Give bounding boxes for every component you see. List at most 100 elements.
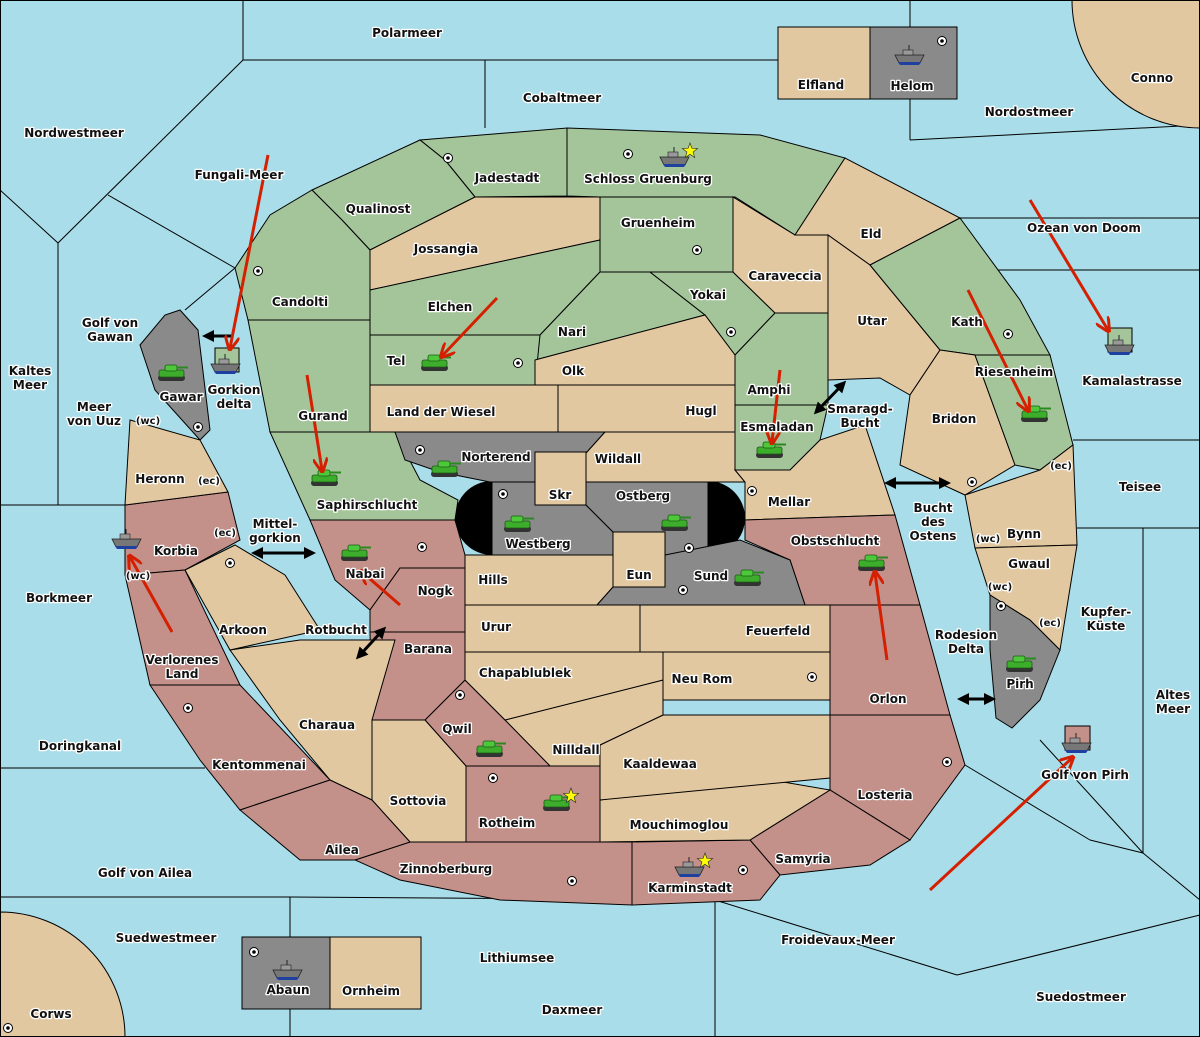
- territory-schloss-gruenburg[interactable]: [566, 127, 846, 236]
- label-daxmeer: Daxmeer: [542, 1003, 603, 1017]
- label-gawar: Gawar: [159, 390, 202, 404]
- label-nogk: Nogk: [418, 584, 454, 598]
- fleet-ship-icon[interactable]: [272, 960, 303, 980]
- label-orlon: Orlon: [869, 692, 906, 706]
- territory-charaua[interactable]: [229, 639, 396, 801]
- label-saphirschlucht: Saphirschlucht: [317, 498, 418, 512]
- territory-arkoon[interactable]: [184, 544, 321, 651]
- territory-sund[interactable]: [595, 539, 806, 606]
- label-eun: Eun: [626, 568, 651, 582]
- star-icon: [562, 786, 580, 804]
- army-tank-icon[interactable]: [504, 515, 534, 532]
- fleet-ship-icon[interactable]: [111, 529, 142, 549]
- supply-center-icon: [3, 1023, 13, 1033]
- army-tank-icon[interactable]: [431, 460, 461, 477]
- territory-ailea[interactable]: [238, 779, 411, 861]
- supply-center-icon: [417, 542, 427, 552]
- order-arrow-icon: [1028, 199, 1108, 330]
- supply-center-icon: [967, 477, 977, 487]
- order-arrow-icon: [875, 573, 889, 661]
- star-icon: [681, 141, 699, 159]
- label-amphi: Amphi: [747, 383, 790, 397]
- territory-corws[interactable]: [0, 911, 126, 1037]
- territory-ornheim[interactable]: [329, 936, 422, 1010]
- territory-mellar[interactable]: [733, 424, 896, 521]
- order-arrow-icon: [230, 154, 270, 348]
- order-arrow-icon: [130, 557, 174, 633]
- label-sottovia: Sottovia: [390, 794, 447, 808]
- label-karminstadt: Karminstadt: [648, 881, 732, 895]
- supply-center-icon: [498, 489, 508, 499]
- label-ailea: Ailea: [325, 843, 359, 857]
- label-gurand: Gurand: [298, 409, 348, 423]
- label-smaragd-bucht: Smaragd-Bucht: [827, 402, 892, 430]
- label-teisee: Teisee: [1119, 480, 1161, 494]
- units: [111, 45, 1135, 980]
- territory-skr[interactable]: [534, 451, 587, 506]
- fleet-ship-icon[interactable]: [674, 857, 705, 877]
- army-tank-icon[interactable]: [734, 569, 764, 586]
- label-bridon: Bridon: [932, 412, 977, 426]
- label-eld: Eld: [861, 227, 882, 241]
- coast-tag: (wc): [136, 416, 160, 427]
- label-conno: Conno: [1131, 71, 1173, 85]
- label-kupfer-k-ste: Kupfer-Küste: [1081, 605, 1131, 633]
- territory-heronn[interactable]: [124, 419, 229, 506]
- label-zinnoberburg: Zinnoberburg: [400, 862, 492, 876]
- map-decorations: [202, 330, 996, 705]
- army-tank-icon[interactable]: [158, 364, 188, 381]
- army-tank-icon[interactable]: [1006, 655, 1036, 672]
- supply-center-icon: [253, 266, 263, 276]
- fleet-ship-icon[interactable]: [1061, 733, 1092, 753]
- coast-tag: (ec): [1039, 618, 1061, 629]
- label-mouchimoglou: Mouchimoglou: [630, 818, 729, 832]
- supply-center-icon: [1003, 329, 1013, 339]
- territory-rotheim[interactable]: [465, 765, 601, 843]
- label-mittel-gorkion: Mittel-gorkion: [249, 517, 301, 545]
- sea-border: [1142, 852, 1200, 901]
- fleet-ship-icon[interactable]: [1104, 335, 1135, 355]
- label-suedwestmeer: Suedwestmeer: [116, 931, 217, 945]
- fleet-ship-icon[interactable]: [210, 354, 241, 374]
- label-kamalastrasse: Kamalastrasse: [1082, 374, 1182, 388]
- supply-center-icon: [692, 245, 702, 255]
- label-korbia: Korbia: [154, 544, 198, 558]
- fleet-ship-icon[interactable]: [894, 45, 925, 65]
- label-qwil: Qwil: [442, 722, 472, 736]
- territory-conno[interactable]: [1071, 0, 1200, 129]
- territory-karminstadt[interactable]: [631, 839, 781, 906]
- label-golf-von-ailea: Golf von Ailea: [98, 866, 192, 880]
- territory-bynn[interactable]: [964, 444, 1078, 549]
- connection-arrow-icon: [813, 380, 847, 415]
- label-urur: Urur: [481, 620, 511, 634]
- supply-center-icon: [623, 149, 633, 159]
- territory-gruenheim[interactable]: [599, 196, 734, 273]
- sea-border: [1039, 739, 1144, 854]
- label-hugl: Hugl: [685, 404, 716, 418]
- army-tank-icon[interactable]: [661, 514, 691, 531]
- coast-tag: (ec): [1050, 461, 1072, 472]
- label-ornheim: Ornheim: [342, 984, 400, 998]
- label-kentommenai: Kentommenai: [212, 758, 306, 772]
- army-tank-icon[interactable]: [341, 544, 371, 561]
- label-elchen: Elchen: [428, 300, 473, 314]
- army-tank-icon[interactable]: [476, 740, 506, 757]
- label-corws: Corws: [30, 1007, 71, 1021]
- label-borkmeer: Borkmeer: [26, 591, 92, 605]
- label-candolti: Candolti: [272, 295, 328, 309]
- supply-center-icon: [415, 445, 425, 455]
- army-tank-icon[interactable]: [421, 354, 451, 371]
- order-arrow-icon: [362, 572, 401, 607]
- coast-tag: (ec): [198, 476, 220, 487]
- supply-center-icon: [183, 703, 193, 713]
- orders: [130, 154, 1108, 892]
- fleet-ship-icon[interactable]: [659, 147, 690, 167]
- label-nordwestmeer: Nordwestmeer: [24, 126, 124, 140]
- label-caraveccia: Caraveccia: [748, 269, 821, 283]
- connection-arrow-icon: [355, 626, 387, 660]
